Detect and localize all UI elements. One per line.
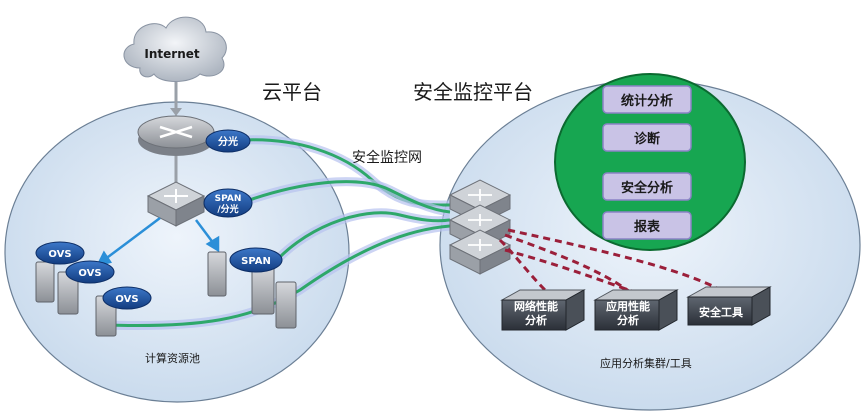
function-label-diagnose: 诊断 <box>634 131 660 147</box>
tool-appliance-application <box>593 289 679 331</box>
tool-security-line1: 安全工具 <box>699 305 743 319</box>
tool-network-line2: 分析 <box>525 313 547 327</box>
function-box-diagnose <box>602 123 692 152</box>
arrow-down-icon <box>170 108 182 116</box>
compute-pool-label: 计算资源池 <box>145 351 200 365</box>
router-split-label: 分光 <box>218 135 238 148</box>
switch-span-line1: SPAN <box>215 194 242 204</box>
function-label-report: 报表 <box>634 219 661 235</box>
function-box-report <box>602 211 692 240</box>
tool-network-line1: 网络性能 <box>514 299 558 313</box>
router-icon <box>137 115 215 156</box>
monitoring-network-label: 安全监控网 <box>352 149 422 166</box>
function-label-security-analysis: 安全分析 <box>621 180 673 196</box>
security-functions-circle <box>554 73 746 251</box>
tool-appliance-security <box>686 286 772 326</box>
tool-application-line1: 应用性能 <box>606 299 650 313</box>
function-label-stats: 统计分析 <box>621 93 673 109</box>
internet-label: Internet <box>144 47 199 61</box>
ovs-tag-2 <box>65 260 115 284</box>
ovs-tag-3 <box>102 286 152 310</box>
tools-caption: 应用分析集群/工具 <box>600 356 692 370</box>
function-box-security-analysis <box>602 172 692 201</box>
router-split-tag <box>205 129 251 153</box>
server-span-label: SPAN <box>241 256 271 267</box>
ovs-label-2: OVS <box>78 268 101 279</box>
switch-stack-icon <box>448 179 512 275</box>
switch-icon <box>146 181 206 227</box>
tool-links <box>498 228 726 296</box>
function-box-stats <box>602 85 692 114</box>
ovs-label-3: OVS <box>115 294 138 305</box>
ovs-label-1: OVS <box>48 249 71 260</box>
ovs-tag-1 <box>35 241 85 265</box>
tool-application-line2: 分析 <box>617 313 639 327</box>
server-span-icon <box>207 251 297 329</box>
cloud-platform-title: 云平台 <box>262 80 322 104</box>
server-span-tag <box>229 247 283 273</box>
tool-appliance-network <box>500 289 586 331</box>
switch-span-tag <box>203 188 253 218</box>
security-platform-title: 安全监控平台 <box>413 80 533 104</box>
monitoring-network-lines <box>104 135 451 331</box>
switch-span-line2: /分光 <box>217 203 238 215</box>
internet-cloud-icon <box>123 16 227 82</box>
